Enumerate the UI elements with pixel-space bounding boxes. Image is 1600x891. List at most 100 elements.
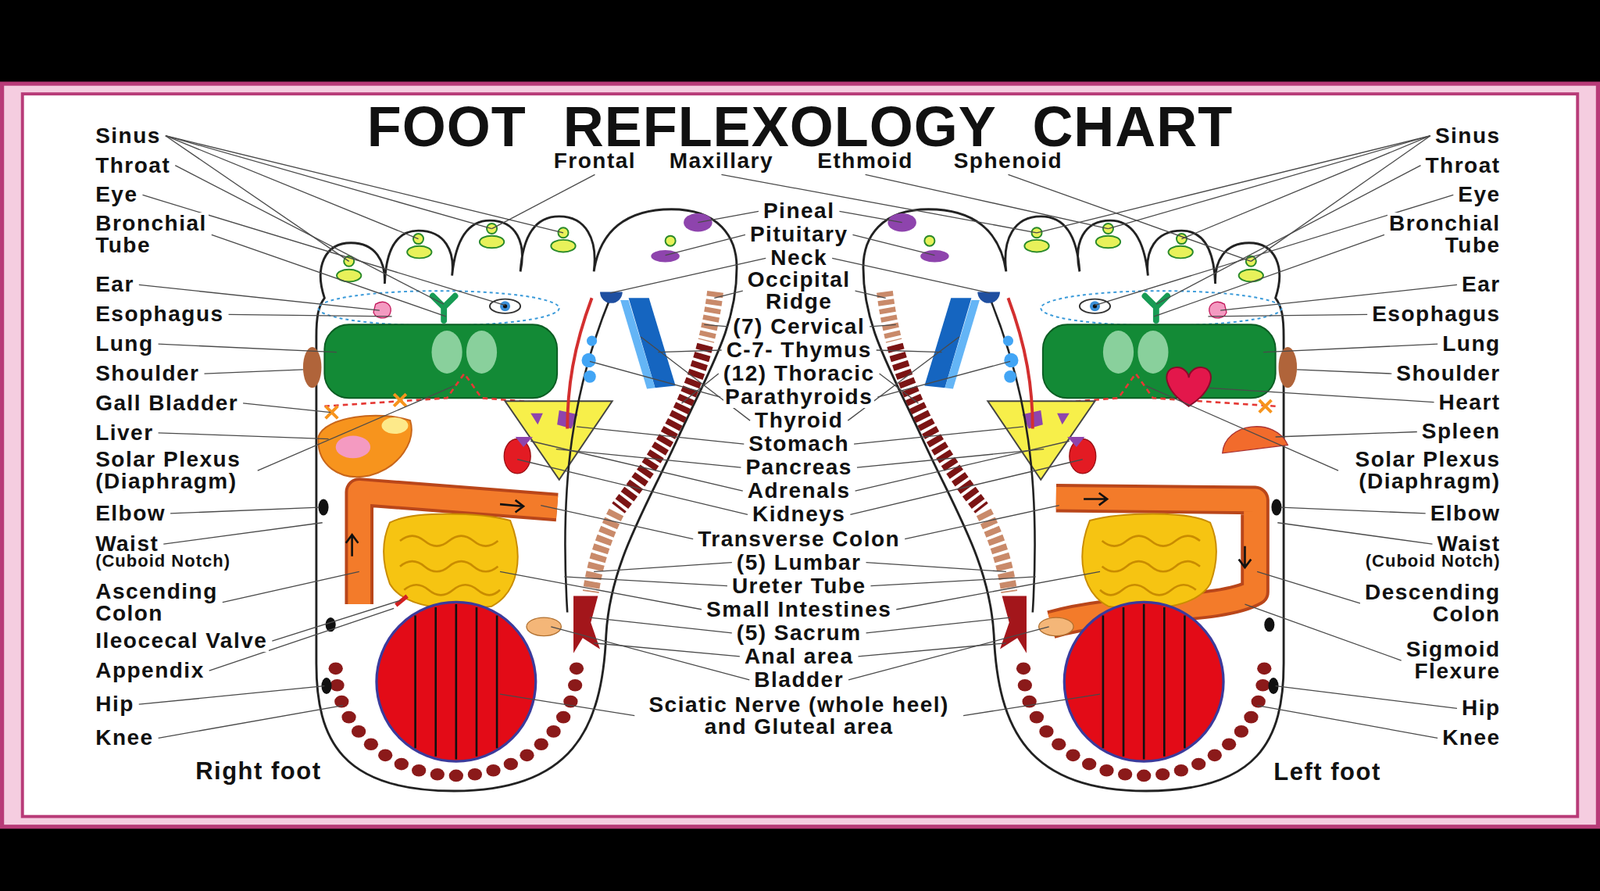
- reflex-label: Bladder: [752, 668, 846, 691]
- colon-arrow: [346, 534, 359, 556]
- reflex-label: Solar Plexus (Diaphragm): [1341, 448, 1503, 493]
- reflex-label: Waist: [1435, 532, 1502, 555]
- leader-line: [839, 210, 902, 222]
- leader-line: [1263, 343, 1438, 352]
- reflex-label: (Cuboid Notch): [93, 552, 233, 570]
- leader-line: [855, 290, 886, 298]
- reflex-label: Pancreas: [743, 456, 854, 479]
- bead: [485, 764, 500, 777]
- leader-line: [963, 693, 1100, 715]
- parathyroid-dot: [586, 335, 597, 347]
- reflex-label: Ascending Colon: [93, 580, 220, 625]
- leader-line: [1209, 387, 1435, 402]
- leader-line: [1156, 165, 1422, 305]
- bead: [411, 764, 426, 777]
- lung-lobe: [466, 330, 497, 374]
- sinus-name: Ethmoid: [815, 150, 915, 172]
- leader-line: [855, 440, 1070, 491]
- reflex-label: Adrenals: [746, 479, 853, 502]
- leader-line: [1257, 705, 1438, 739]
- leader-line: [242, 403, 331, 413]
- kidney-zone: [503, 439, 531, 474]
- bead: [569, 661, 584, 675]
- leader-line: [550, 626, 750, 680]
- reflex-label: Heart: [1437, 391, 1503, 414]
- bead: [378, 748, 393, 761]
- sinus-name: Sphenoid: [952, 150, 1065, 172]
- reflex-label: Knee: [1440, 726, 1502, 749]
- leader-line: [593, 642, 740, 657]
- reflex-label: (12) Thoracic: [721, 362, 877, 385]
- leader-line: [211, 234, 447, 316]
- reflex-label: (Cuboid Notch): [1364, 552, 1503, 570]
- reflex-label: Sciatic Nerve (whole heel) and Gluteal a…: [637, 693, 961, 738]
- bead: [546, 725, 561, 738]
- intestine-fold: [403, 584, 500, 595]
- sacrum-zone: [573, 596, 600, 654]
- cervical-spine: [706, 291, 716, 341]
- leader-line: [665, 234, 746, 255]
- leader-line: [657, 350, 722, 353]
- ileocecal-mark: [396, 596, 408, 606]
- reflex-label: Ear: [93, 273, 136, 296]
- reflex-label: Kidneys: [750, 503, 847, 525]
- reflex-label: Pituitary: [748, 223, 850, 246]
- reflex-label: Occipital Ridge: [746, 268, 853, 313]
- leader-line: [714, 290, 743, 298]
- spleen-zone: [1222, 426, 1289, 454]
- reflex-label: Eye: [93, 183, 140, 206]
- heel-lines: [415, 603, 497, 759]
- leader-line: [869, 324, 897, 327]
- leader-line: [517, 459, 748, 515]
- sinus-oval: [479, 235, 504, 249]
- head-zone-oval: [318, 290, 560, 325]
- leader-line: [850, 459, 1083, 515]
- bead: [567, 678, 583, 692]
- leader-line: [500, 693, 635, 715]
- reflex-label: Lung: [93, 332, 155, 355]
- colon-arrow: [1239, 546, 1252, 568]
- leader-line: [1257, 571, 1361, 603]
- heel-zone: [376, 601, 536, 761]
- reflex-label: Sinus: [1433, 125, 1503, 147]
- small-intestine: [383, 513, 518, 608]
- reflex-label: (5) Lumbar: [735, 551, 864, 574]
- reflex-label: Lung: [1440, 332, 1502, 355]
- reflex-label: Elbow: [93, 502, 168, 525]
- leader-line: [877, 360, 1011, 397]
- leader-line: [158, 432, 329, 440]
- leader-line: [158, 705, 343, 739]
- bead: [364, 737, 379, 750]
- leader-line: [866, 562, 1007, 572]
- shoulder-zone: [303, 346, 322, 388]
- reflex-label: Ileocecal Valve: [93, 629, 269, 652]
- bead: [449, 769, 464, 783]
- bead: [467, 767, 483, 781]
- sciatic-beads: [328, 661, 585, 782]
- pancreas-spot: [530, 413, 543, 425]
- leader-line: [703, 324, 729, 327]
- leader-line: [170, 507, 320, 514]
- arch-line: [564, 297, 611, 612]
- bead: [556, 710, 571, 724]
- leader-line: [1280, 507, 1425, 514]
- leader-line: [500, 571, 702, 609]
- pituitary-spot: [650, 250, 680, 263]
- reflex-label: Liver: [93, 421, 155, 444]
- reflex-label: Esophagus: [1370, 303, 1502, 325]
- leader-line: [158, 343, 337, 352]
- leader-line: [857, 449, 1044, 468]
- sinus-oval: [550, 239, 575, 253]
- sinus-name: Maxillary: [667, 150, 775, 172]
- reflex-label: Stomach: [746, 432, 851, 455]
- lumbar-spine: [590, 512, 617, 593]
- leader-line: [1275, 431, 1418, 437]
- occipital-spot: [600, 291, 623, 303]
- reflex-label: Solar Plexus (Diaphragm): [93, 448, 255, 493]
- leader-line: [540, 505, 693, 540]
- leader-line: [576, 426, 744, 444]
- reflex-label: Eye: [1456, 183, 1502, 206]
- leader-line: [222, 571, 360, 602]
- eye-iris: [500, 300, 511, 311]
